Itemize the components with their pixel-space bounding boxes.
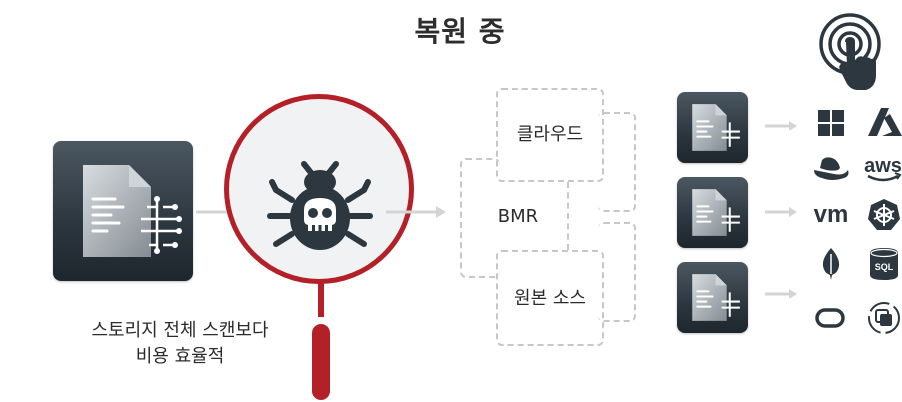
windows-icon bbox=[818, 110, 844, 136]
original-connector-right bbox=[598, 222, 636, 322]
arrow-to-platforms-3 bbox=[765, 289, 797, 299]
restored-document-card-1 bbox=[677, 92, 748, 163]
magnifier-neck bbox=[318, 282, 324, 318]
magnifier-divider bbox=[311, 317, 331, 321]
mongodb-icon bbox=[822, 248, 840, 280]
cloud-box bbox=[496, 88, 604, 182]
malware-bug-icon bbox=[267, 161, 373, 250]
arrow-scan-to-targets bbox=[386, 206, 446, 218]
arrow-to-platforms-2 bbox=[765, 207, 797, 217]
vmware-text: vm bbox=[814, 201, 849, 228]
bmr-label: BMR bbox=[497, 206, 539, 227]
document-chip-icon bbox=[692, 274, 740, 321]
touch-tap-icon bbox=[819, 13, 881, 90]
aws-text: aws bbox=[864, 155, 902, 177]
caption-line-1: 스토리지 전체 스캔보다 bbox=[91, 320, 269, 341]
sql-icon: SQL bbox=[870, 248, 898, 280]
azure-icon bbox=[868, 108, 902, 136]
cloud-connector-right bbox=[598, 112, 636, 212]
oracle-icon bbox=[815, 308, 845, 328]
aws-icon: aws bbox=[864, 155, 902, 182]
source-caption: 스토리지 전체 스캔보다 비용 효율적 bbox=[50, 318, 310, 370]
document-chip-icon bbox=[83, 165, 182, 257]
vmware-icon: vm bbox=[814, 201, 849, 228]
original-source-label: 원본 소스 bbox=[514, 288, 586, 309]
restored-document-card-2 bbox=[677, 177, 748, 248]
caption-line-2: 비용 효율적 bbox=[135, 346, 225, 367]
center-connector bbox=[567, 182, 569, 250]
source-document-card bbox=[53, 141, 193, 281]
sql-text: SQL bbox=[875, 262, 894, 272]
original-source-box bbox=[496, 250, 604, 346]
arrow-to-platforms-1 bbox=[765, 121, 797, 131]
kubernetes-icon bbox=[868, 199, 900, 230]
document-chip-icon bbox=[692, 189, 740, 236]
page-title: 복원 중 bbox=[414, 15, 506, 48]
magnifier-handle bbox=[312, 324, 330, 400]
restored-document-card-3 bbox=[677, 262, 748, 333]
document-chip-icon bbox=[692, 104, 740, 151]
cloud-label: 클라우드 bbox=[516, 124, 584, 145]
redhat-icon bbox=[814, 157, 849, 180]
copy-icon bbox=[868, 302, 900, 334]
left-connector bbox=[460, 158, 500, 278]
